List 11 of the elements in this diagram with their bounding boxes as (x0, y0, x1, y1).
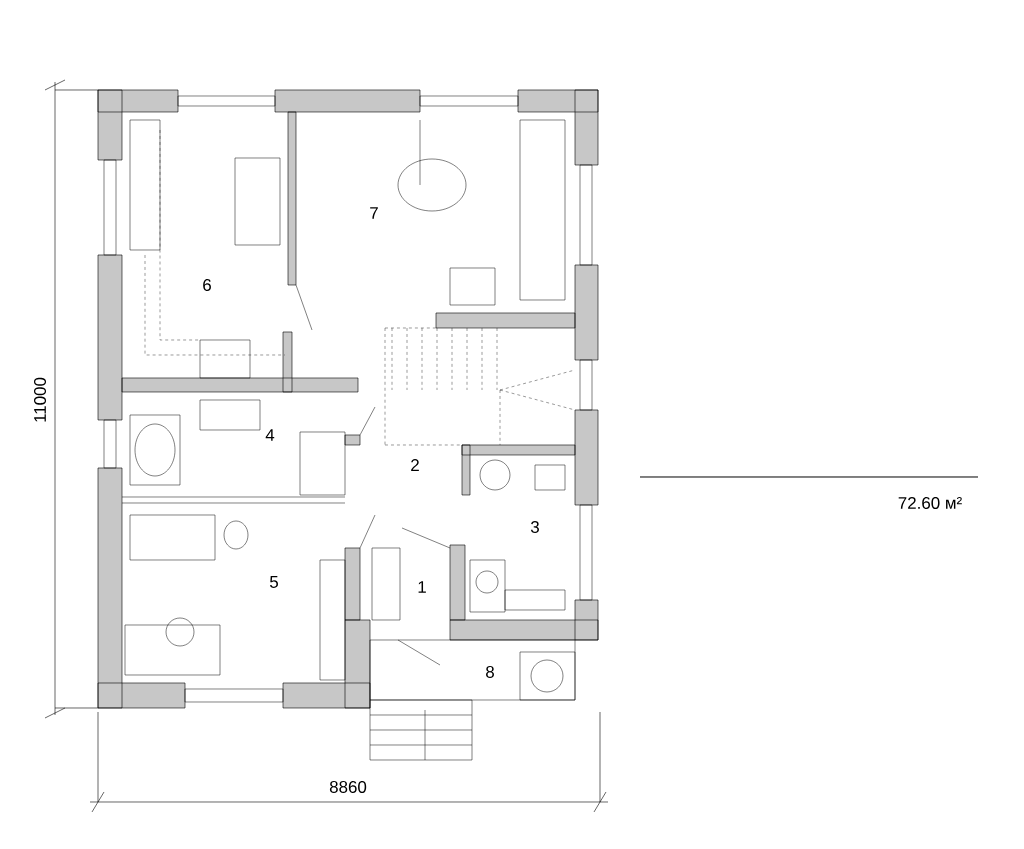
room-number: 7 (370, 207, 378, 219)
room-number: 2 (411, 459, 419, 471)
room-number: 5 (269, 576, 278, 588)
dimension-label: 11000 (34, 377, 46, 422)
room-number: 6 (203, 279, 211, 291)
dimension-label: 8860 (329, 781, 367, 793)
room-number: 1 (418, 581, 426, 593)
room-number: 4 (265, 429, 275, 441)
area-label: 72.60 м² (898, 497, 962, 509)
room-number: 3 (530, 521, 539, 533)
room-number: 8 (486, 666, 494, 678)
